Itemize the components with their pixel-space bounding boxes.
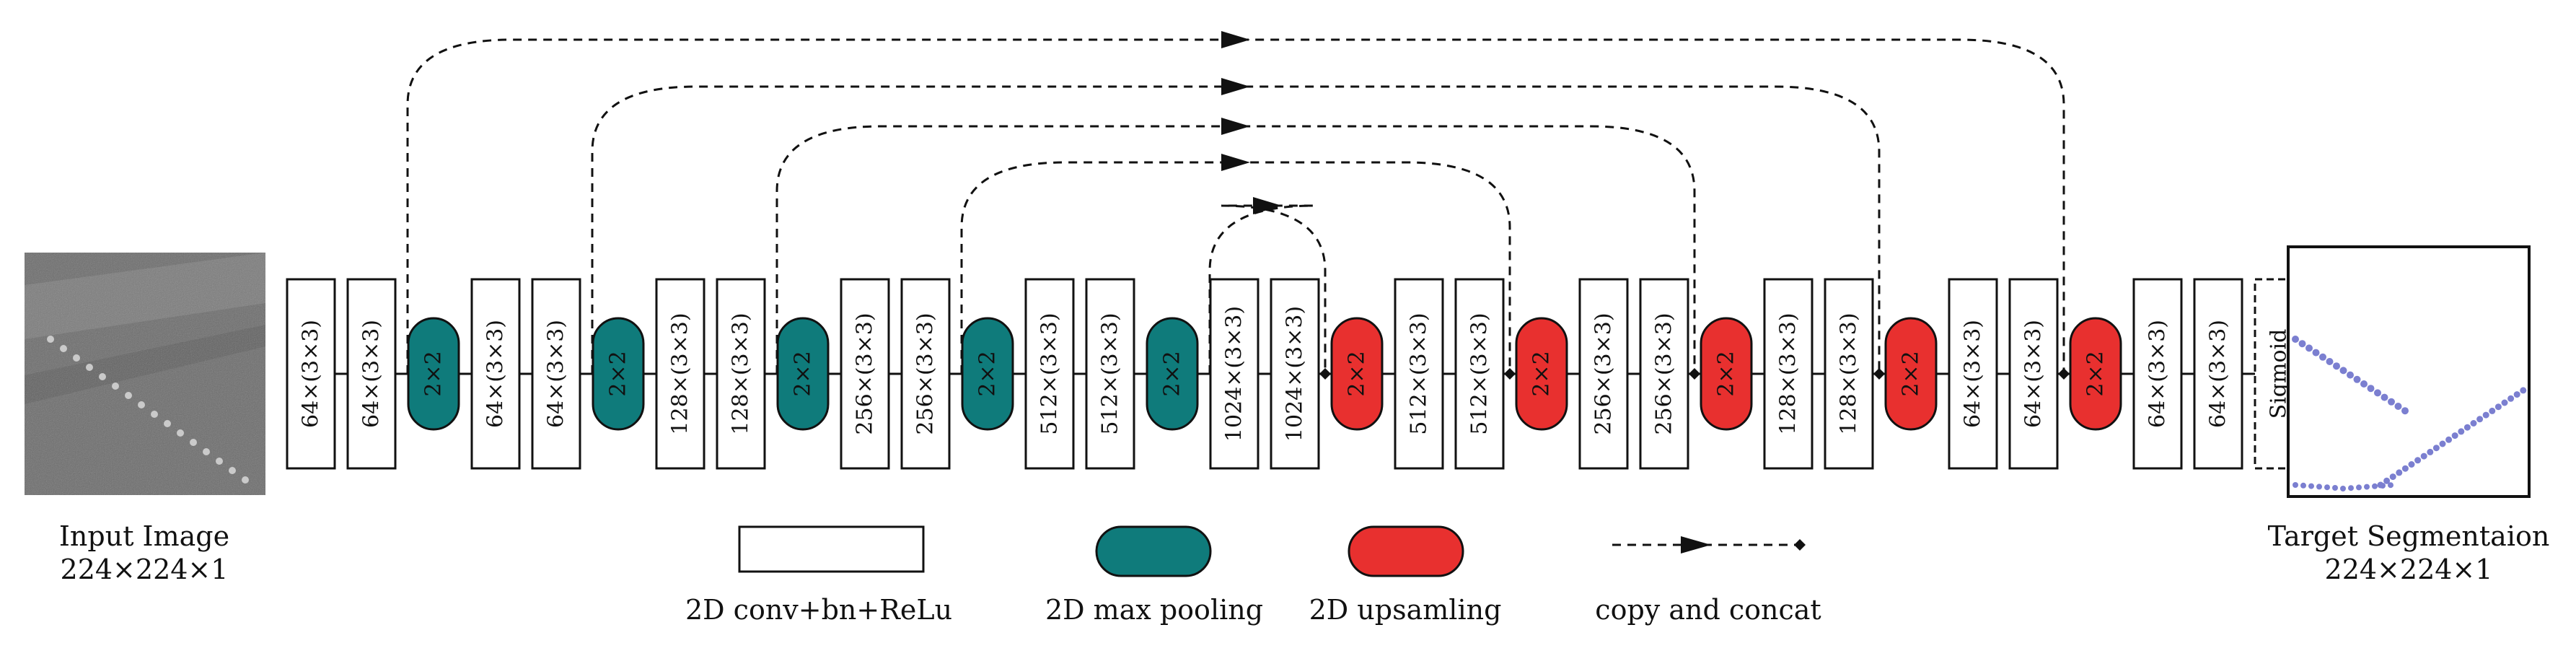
conv-block: 64×(3×3)	[470, 278, 521, 470]
maxpool-block: 2×2	[407, 317, 460, 431]
skip-connection-arrow	[1208, 197, 1331, 380]
conv-block: 128×(3×3)	[716, 278, 766, 470]
block-label: 512×(3×3)	[1407, 312, 1432, 434]
legend-skip-label: copy and concat	[1595, 594, 1821, 626]
conv-block: 256×(3×3)	[840, 278, 890, 470]
input-image-thumbnail	[25, 253, 265, 495]
conv-block: 64×(3×3)	[286, 278, 336, 470]
upsample-block: 2×2	[1700, 317, 1753, 431]
block-label: 2×2	[606, 351, 631, 396]
block-label: 128×(3×3)	[1776, 312, 1801, 434]
block-label: 2×2	[975, 351, 1001, 396]
conv-block: 64×(3×3)	[1948, 278, 1998, 470]
conv-block: 512×(3×3)	[1024, 278, 1075, 470]
block-label: 256×(3×3)	[1652, 312, 1677, 434]
skip-connection-arrow	[406, 31, 2070, 380]
block-label: 64×(3×3)	[544, 320, 569, 428]
legend-pool-label: 2D max pooling	[1045, 594, 1263, 626]
block-label: 256×(3×3)	[913, 312, 938, 434]
maxpool-block: 2×2	[961, 317, 1014, 431]
block-label: 64×(3×3)	[1961, 320, 1986, 428]
conv-block: 128×(3×3)	[1763, 278, 1814, 470]
block-label: 2×2	[791, 351, 816, 396]
block-label: 512×(3×3)	[1098, 312, 1123, 434]
conv-block: 512×(3×3)	[1454, 278, 1505, 470]
output-segmentation-thumbnail	[2287, 245, 2531, 498]
block-label: 128×(3×3)	[668, 312, 693, 434]
conv-block: 256×(3×3)	[1639, 278, 1689, 470]
block-label: 64×(3×3)	[483, 320, 509, 428]
output-size: 224×224×1	[2324, 554, 2493, 585]
block-label: 1024×(3×3)	[1222, 306, 1247, 442]
block-label: 1024×(3×3)	[1283, 306, 1308, 442]
upsample-block: 2×2	[1330, 317, 1384, 431]
skip-connection-arrow	[591, 78, 1885, 380]
block-label: 2×2	[1714, 351, 1739, 396]
conv-block: 512×(3×3)	[1394, 278, 1444, 470]
block-label: 128×(3×3)	[729, 312, 754, 434]
conv-block: 256×(3×3)	[1578, 278, 1629, 470]
legend-upsample: 2D upsamling	[1309, 525, 1502, 626]
conv-block: 64×(3×3)	[2132, 278, 2183, 470]
block-label: 2×2	[1529, 351, 1555, 396]
block-label: 256×(3×3)	[1591, 312, 1617, 434]
block-label: 64×(3×3)	[2021, 320, 2047, 428]
block-label: 2×2	[1160, 351, 1185, 396]
legend: 2D conv+bn+ReLu 2D max pooling 2D upsamlin…	[685, 525, 1821, 626]
conv-block: 512×(3×3)	[1085, 278, 1135, 470]
legend-conv-label: 2D conv+bn+ReLu	[685, 594, 952, 626]
maxpool-block: 2×2	[1146, 317, 1199, 431]
upsample-block: 2×2	[2069, 317, 2122, 431]
maxpool-block: 2×2	[776, 317, 830, 431]
legend-conv: 2D conv+bn+ReLu	[685, 525, 952, 626]
block-label: 2×2	[2083, 351, 2109, 396]
skip-connection-arrow	[960, 154, 1516, 380]
conv-block: 64×(3×3)	[2008, 278, 2059, 470]
upsample-block: 2×2	[1884, 317, 1938, 431]
input-image-title: Input Image	[58, 520, 230, 552]
conv-block: 64×(3×3)	[531, 278, 581, 470]
conv-block: 128×(3×3)	[1824, 278, 1874, 470]
input-image-size: 224×224×1	[60, 554, 229, 585]
block-label: 256×(3×3)	[853, 312, 878, 434]
block-label: 64×(3×3)	[2145, 320, 2171, 428]
output-caption: Target Segmentaion 224×224×1	[2243, 520, 2574, 586]
legend-upsample-label: 2D upsamling	[1309, 594, 1502, 626]
output-title: Target Segmentaion	[2267, 520, 2550, 552]
legend-pool: 2D max pooling	[1045, 525, 1263, 626]
block-label: 2×2	[1345, 351, 1370, 396]
block-label: 512×(3×3)	[1467, 312, 1493, 434]
conv-block: 1024×(3×3)	[1270, 278, 1320, 470]
conv-block: 128×(3×3)	[655, 278, 705, 470]
conv-block: 256×(3×3)	[900, 278, 951, 470]
block-label: 2×2	[1899, 351, 1924, 396]
block-label: 64×(3×3)	[299, 320, 324, 428]
block-label: 2×2	[421, 351, 447, 396]
skip-connection-arrow	[775, 118, 1700, 380]
block-label: 64×(3×3)	[2206, 320, 2231, 428]
input-image-caption: Input Image 224×224×1	[0, 520, 289, 586]
conv-block: 64×(3×3)	[346, 278, 397, 470]
block-label: 64×(3×3)	[359, 320, 384, 428]
block-label: 128×(3×3)	[1837, 312, 1862, 434]
block-label: 512×(3×3)	[1037, 312, 1063, 434]
conv-block: 1024×(3×3)	[1209, 278, 1260, 470]
maxpool-block: 2×2	[592, 317, 645, 431]
legend-skip: copy and concat	[1595, 536, 1821, 626]
conv-block: 64×(3×3)	[2193, 278, 2243, 470]
upsample-block: 2×2	[1515, 317, 1568, 431]
